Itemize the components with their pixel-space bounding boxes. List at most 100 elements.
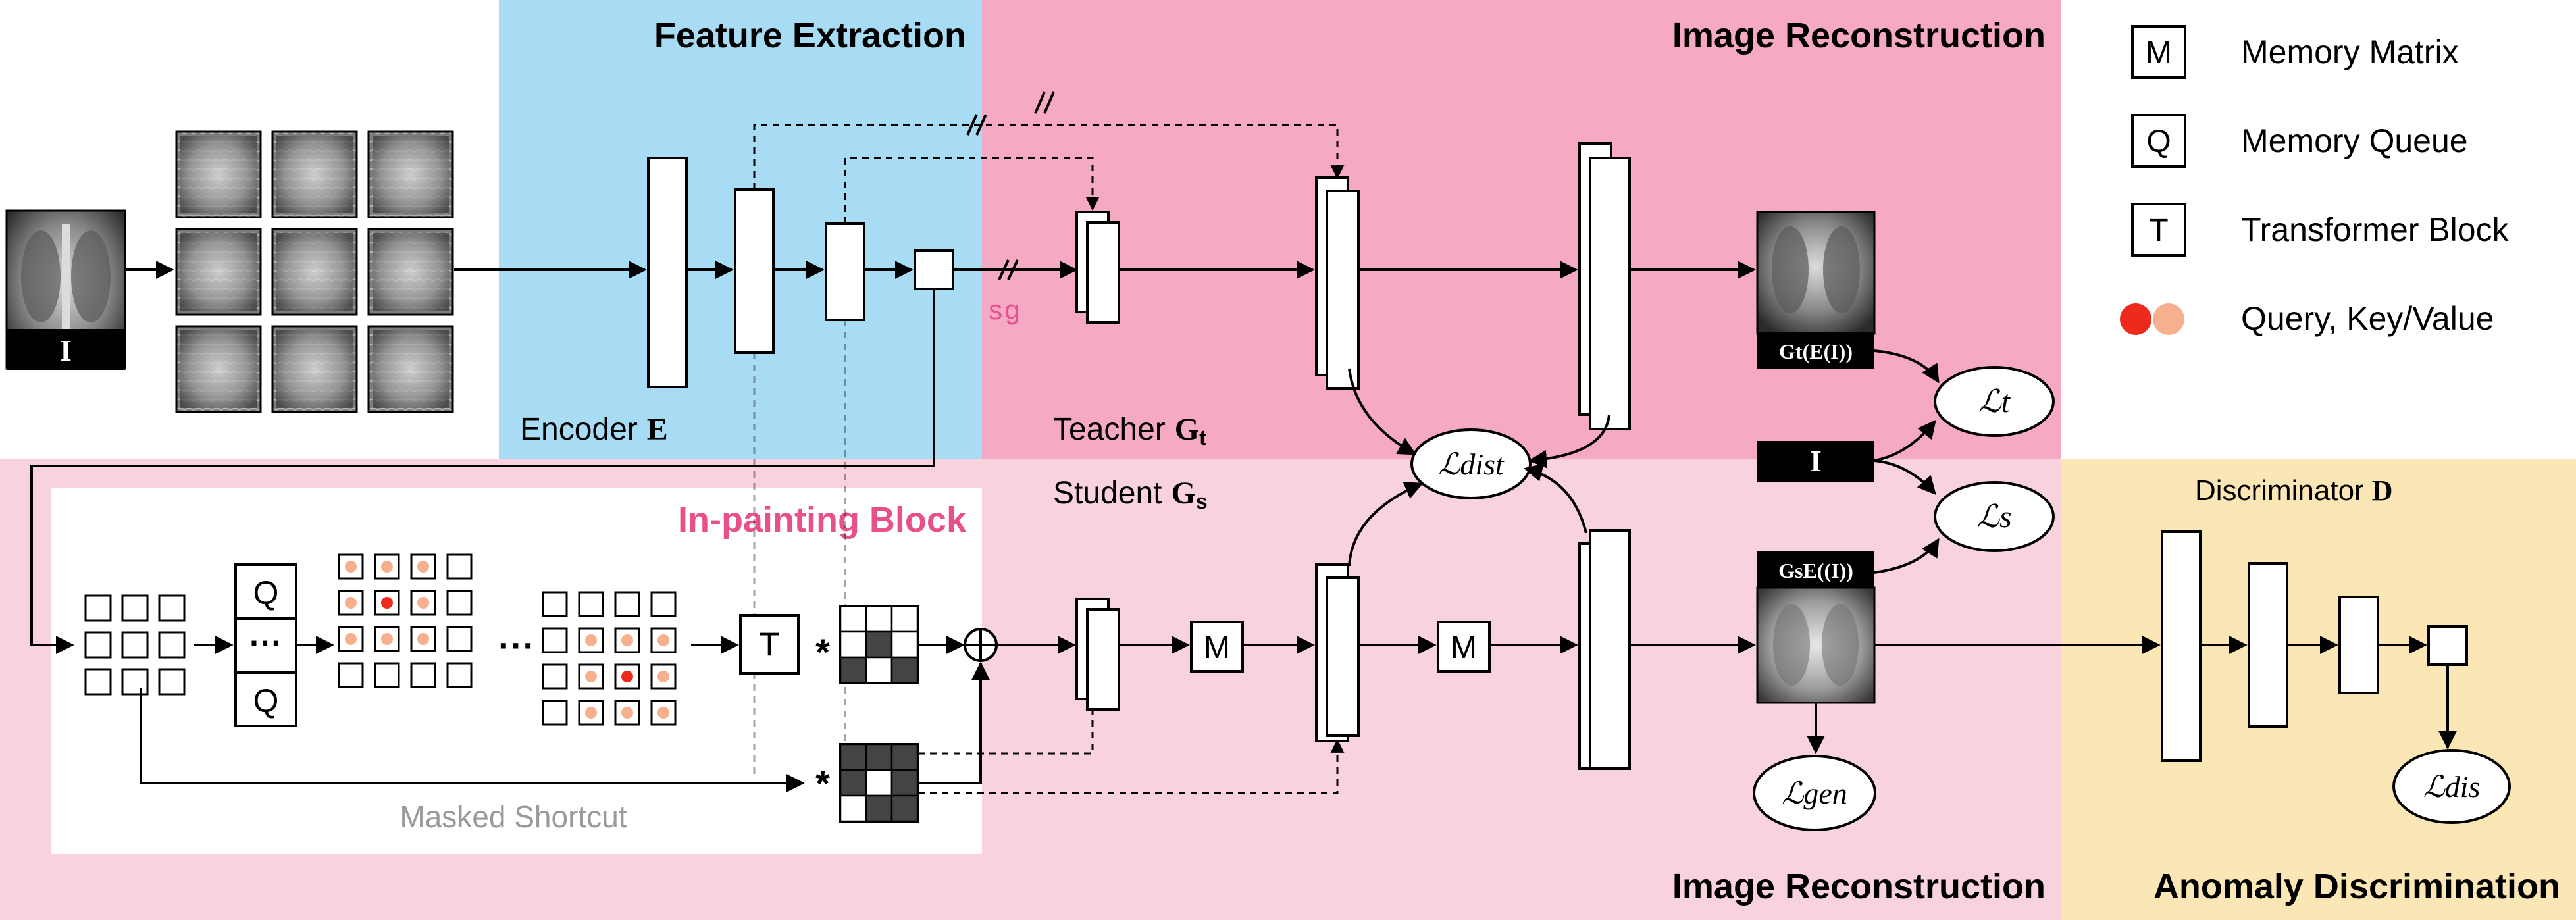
image-patch [175,325,262,413]
region-anomaly-discrimination [2061,459,2576,920]
teacher-output-label: Gt(E(I)) [1779,340,1853,363]
mask-cell [890,656,919,684]
memory-queue-stack: Q ··· Q [234,563,297,727]
arrow-teacher3-to-ldist [1528,414,1610,469]
discriminator-block-2 [2248,562,2288,728]
arrow-mask2-to-sum [918,661,990,784]
teacher-block-3-front [1589,157,1631,430]
mask-cell [865,794,893,823]
keyvalue-dot [621,707,633,719]
dashed-mask-to-student2 [918,738,1345,794]
skip-connection-enc3-to-teacher1 [844,157,1100,224]
grid-cell [158,594,186,622]
grid-cell [542,591,568,617]
keyvalue-dot [417,561,429,573]
keyvalue-dot [657,634,669,646]
inpaint-step1-grid [338,553,473,688]
loss-distill-node: ℒdist [1410,428,1532,499]
mask-cell [865,769,893,797]
grid-cell [578,591,604,617]
grid-cell [542,700,568,726]
discriminator-block-3 [2338,596,2379,694]
grid-cell [446,553,473,580]
mask-cell [839,630,867,659]
image-patch [175,228,262,316]
mask-cell [865,605,893,633]
mask-grids [839,605,919,823]
teacher-output-image: Gt(E(I)) [1756,211,1876,369]
image-patch [367,325,454,413]
title-image-reconstruction-top: Image Reconstruction [1672,16,2046,55]
mask-cell [839,769,867,797]
legend-symbol: T [2149,213,2168,248]
grid-cell [410,662,436,688]
image-patch [271,130,358,218]
keyvalue-dot [417,633,429,645]
mask-cell [865,630,893,659]
memory-block-1 [1190,621,1244,673]
keyvalue-dot [345,633,357,645]
grid-cell [542,663,568,690]
inpaint-input-grid [84,594,186,696]
loss-teacher-node: ℒt [1934,366,2055,437]
mask-cell [865,656,893,684]
multiply-symbol-top: * [815,631,830,673]
grid-cell [446,590,473,616]
grid-cell [84,594,112,622]
grid-cell [446,662,473,688]
grid-cell [84,631,112,659]
masked-shortcut-path [140,688,805,792]
keyvalue-dot [657,707,669,719]
title-feature-extraction: Feature Extraction [654,16,966,55]
queue-bottom-label: Q [253,682,279,719]
loss-gen-text: ℒgen [1782,777,1847,810]
arrow-student2-to-ldist [1348,482,1424,567]
image-patch [175,130,262,218]
student-output-image: GsE((I)) [1756,551,1876,704]
grid-cell [614,591,640,617]
keyvalue-dot [345,597,357,609]
loss-dis-node: ℒdis [2392,749,2511,824]
legend-item: Query, Key/Value [2120,300,2494,337]
connector-encoder-to-inpainting [30,289,935,654]
image-patch [271,325,358,413]
legend-item: M Memory Matrix [2131,25,2459,79]
legend-symbol: M [2146,36,2172,70]
grid-cell [158,631,186,659]
arrow-real-to-lt [1874,419,1936,462]
region-inpainting [51,488,982,854]
legend-symbol-box [2131,114,2186,168]
loss-student-text: ℒs [1976,499,2011,534]
keyvalue-dot [381,561,393,573]
encoder-block-4 [914,249,954,290]
mask-cell [839,794,867,823]
mask-grid-inner [839,605,919,684]
loss-gen-node: ℒgen [1753,755,1876,831]
student-block-1-front [1086,608,1120,711]
arrow-real-to-ls [1874,459,1936,496]
encoder-block-3 [825,222,865,321]
legend-label: Memory Matrix [2241,34,2459,70]
loss-dis-text: ℒdis [2423,770,2481,804]
stop-gradient-mark-top [966,91,1055,136]
grid-cell [338,662,364,688]
keyvalue-dot [657,671,669,682]
mask-cell [890,605,919,633]
keyvalue-dot [585,671,597,682]
input-xray-image: I [5,209,126,370]
legend-label: Query, Key/Value [2241,300,2494,337]
student-block-2-front [1326,576,1360,737]
arrow-teacher2-to-ldist [1348,368,1417,455]
mask-cell [865,743,893,771]
keyvalue-dot [417,597,429,609]
legend-keyvalue-dot [2153,303,2184,335]
student-block-3-front [1589,529,1631,770]
mask-cell [890,794,919,823]
discriminator-block-4 [2427,625,2468,666]
loss-student-node: ℒs [1934,481,2055,552]
